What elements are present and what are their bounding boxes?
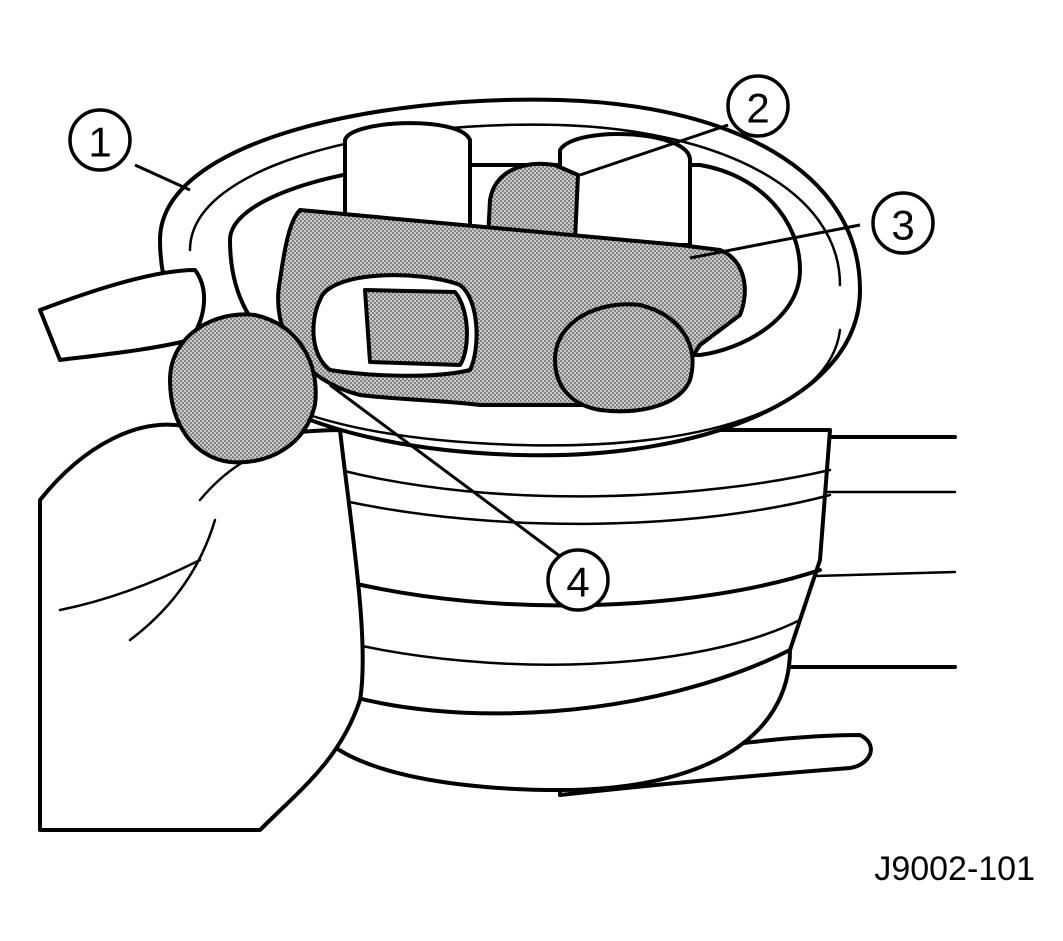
leader-1 [134,163,191,192]
thumb [38,268,207,362]
figure-id: J9002-101 [874,850,1035,888]
lug-left [343,121,472,242]
leader-2 [579,123,729,177]
leader-4 [329,383,566,562]
plate-round-insert [553,302,695,414]
hand [38,422,365,832]
part-2-wedge [486,161,580,242]
callout-4-label: 4 [566,559,589,606]
callout-3: 3 [871,191,935,255]
callout-1-label: 1 [88,119,111,166]
callout-2-label: 2 [746,85,769,132]
callout-3-label: 3 [891,202,914,249]
part-4-round [168,312,318,465]
callout-1: 1 [68,108,132,172]
callout-2: 2 [726,74,790,138]
slot-insert [363,288,469,367]
leader-3 [689,223,861,260]
lug-right [558,131,692,247]
callout-4: 4 [546,548,610,612]
